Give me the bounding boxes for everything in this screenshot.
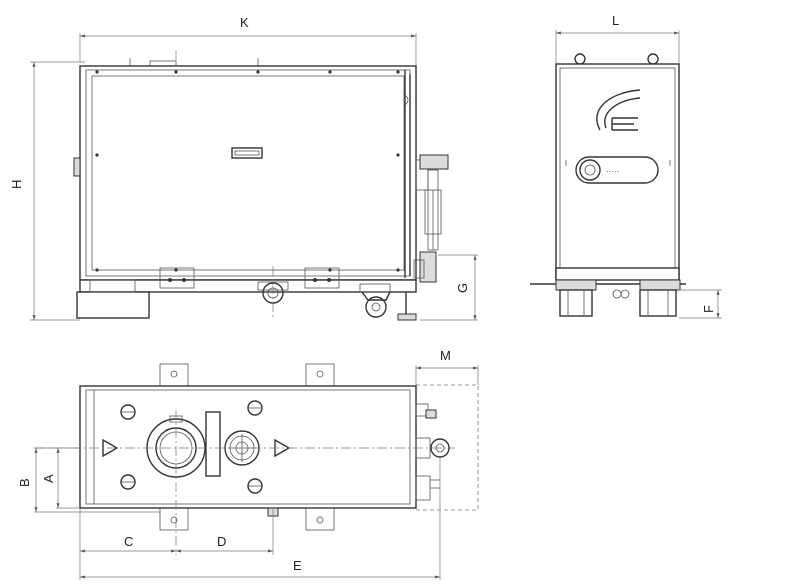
valve-icon — [419, 154, 449, 170]
castor-wheel-icon — [359, 283, 391, 318]
label-k: K — [240, 15, 249, 30]
dimension-c: C — [79, 508, 176, 555]
svg-text:·····: ····· — [606, 167, 619, 176]
dimension-m: M — [415, 348, 479, 385]
bolt-icon — [120, 400, 263, 494]
top-view: M — [17, 348, 479, 580]
label-a: A — [41, 474, 56, 483]
levelling-foot-icon — [397, 292, 417, 321]
castor-wheel-icon — [639, 289, 677, 317]
dimension-a: A — [41, 447, 80, 509]
label-c: C — [124, 534, 133, 549]
controller-badge-icon: ····· — [575, 156, 659, 184]
label-d: D — [217, 534, 226, 549]
castor-wheel-icon — [559, 289, 593, 317]
handle-icon — [231, 147, 263, 159]
label-f: F — [701, 305, 716, 313]
label-e: E — [293, 558, 302, 573]
lifting-eye-icon — [647, 53, 659, 65]
pump-body-front — [79, 65, 417, 281]
label-l: L — [612, 13, 619, 28]
front-view: K H — [9, 15, 478, 321]
label-b: B — [17, 478, 32, 487]
label-h: H — [9, 180, 24, 189]
dimension-b: B — [17, 447, 160, 513]
dimension-k: K — [79, 15, 417, 70]
dimension-d: D — [176, 508, 274, 555]
dimension-l: L — [555, 13, 680, 65]
dimension-e: E — [79, 458, 441, 580]
dimension-g: G — [420, 254, 478, 321]
dimension-h: H — [9, 61, 85, 321]
side-view: L ····· — [530, 13, 722, 319]
outlet-port-icon — [430, 438, 450, 458]
lifting-eye-icon — [574, 53, 586, 65]
brand-logo-icon — [596, 89, 641, 131]
label-g: G — [455, 283, 470, 293]
label-m: M — [440, 348, 451, 363]
dimension-f: F — [679, 289, 722, 319]
